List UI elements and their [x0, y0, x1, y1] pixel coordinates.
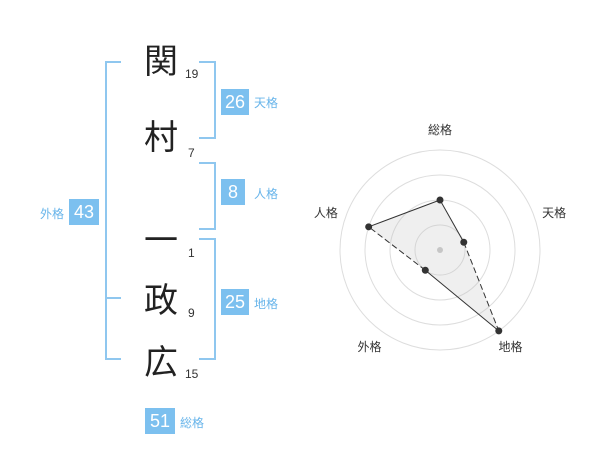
radar-grid-ring — [414, 224, 466, 276]
tenkaku-bracket — [199, 61, 216, 139]
radar-center-dot — [437, 247, 443, 253]
soukaku-value-badge: 51 — [145, 408, 175, 434]
radar-point-2 — [460, 238, 468, 246]
name-char-2: 村 — [144, 118, 178, 158]
radar-axis-label: 外格 — [357, 339, 381, 354]
radar-grid-ring — [339, 149, 541, 351]
tenkaku-label: 天格 — [254, 96, 279, 110]
jinkaku-value-badge: 8 — [221, 179, 245, 205]
gaikaku-label: 外格 — [40, 207, 65, 221]
name-char-5: 広 — [144, 343, 178, 383]
chikaku-label: 地格 — [254, 297, 279, 311]
radar-axis-label: 人格 — [314, 205, 338, 220]
radar-point-1 — [436, 196, 444, 204]
radar-data-area — [368, 200, 499, 331]
stroke-count-4: 9 — [188, 306, 195, 320]
name-char-1: 関 — [144, 42, 178, 82]
radar-point-4 — [421, 266, 429, 274]
radar-point-5 — [365, 223, 373, 231]
radar-grid-ring — [364, 174, 516, 326]
stroke-count-1: 19 — [185, 67, 199, 81]
tenkaku-value-badge: 26 — [221, 89, 249, 115]
radar-data-edge — [439, 199, 465, 243]
gaikaku-bracket — [105, 61, 121, 360]
radar-axis-label: 総格 — [428, 122, 452, 137]
radar-axis-label: 地格 — [499, 339, 523, 354]
stroke-count-3: 1 — [188, 246, 195, 260]
soukaku-label: 総格 — [180, 416, 205, 430]
stroke-count-5: 15 — [185, 367, 199, 381]
radar-axis-label: 天格 — [542, 205, 566, 220]
chikaku-value-badge: 25 — [221, 289, 249, 315]
gaikaku-value-badge: 43 — [69, 199, 99, 225]
name-char-4: 政 — [144, 281, 178, 321]
radar-data-edge — [368, 226, 426, 271]
jinkaku-label: 人格 — [254, 187, 279, 201]
jinkaku-bracket — [199, 162, 216, 230]
radar-data-edge — [368, 199, 441, 228]
stroke-count-2: 7 — [188, 146, 195, 160]
radar-point-3 — [495, 327, 503, 335]
radar-data-edge — [463, 242, 500, 332]
radar-data-edge — [424, 269, 500, 332]
gaikaku-bracket-tick — [105, 297, 121, 299]
chikaku-bracket — [199, 238, 216, 360]
name-char-3: 一 — [144, 221, 178, 261]
